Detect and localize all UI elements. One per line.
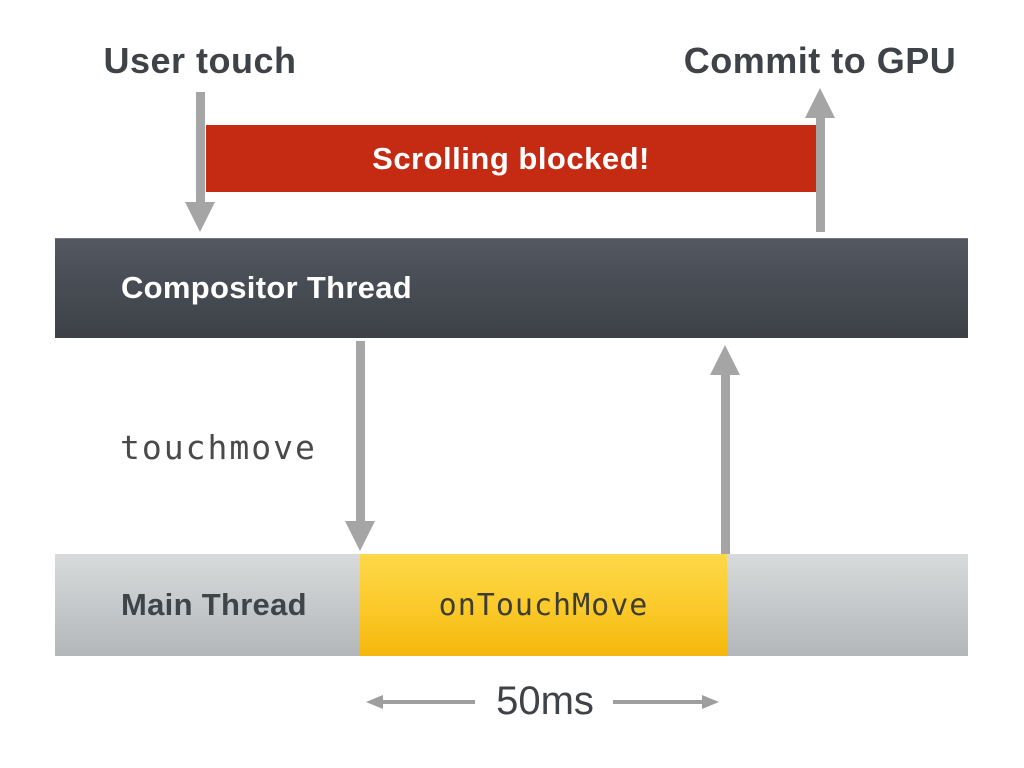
duration-left-arrowhead-icon — [366, 695, 383, 709]
touchmove-arrow-down-icon — [356, 341, 365, 522]
duration-left-arrow-icon — [381, 700, 475, 704]
compositor-thread-bar: Compositor Thread — [55, 238, 968, 338]
duration-label: 50ms — [496, 679, 594, 723]
touchmove-event-label: touchmove — [120, 428, 317, 467]
user-touch-arrow-down-icon — [196, 92, 205, 203]
scrolling-blocked-label: Scrolling blocked! — [372, 140, 650, 176]
compositor-thread-label: Compositor Thread — [121, 270, 413, 305]
commit-gpu-arrowhead-icon — [805, 88, 835, 118]
user-touch-arrowhead-icon — [185, 202, 215, 232]
scrolling-blocked-banner: Scrolling blocked! — [206, 125, 816, 192]
main-to-compositor-arrowhead-icon — [710, 345, 740, 375]
ontouchmove-label: onTouchMove — [438, 587, 649, 623]
duration-right-arrowhead-icon — [702, 695, 719, 709]
duration-right-arrow-icon — [613, 700, 704, 704]
touchmove-arrowhead-icon — [345, 521, 375, 551]
main-to-compositor-arrow-up-icon — [721, 374, 730, 554]
commit-gpu-arrow-up-icon — [816, 117, 825, 232]
user-touch-heading: User touch — [103, 40, 297, 81]
commit-to-gpu-heading: Commit to GPU — [683, 40, 957, 81]
main-thread-label: Main Thread — [121, 587, 307, 622]
ontouchmove-block: onTouchMove — [360, 554, 727, 656]
